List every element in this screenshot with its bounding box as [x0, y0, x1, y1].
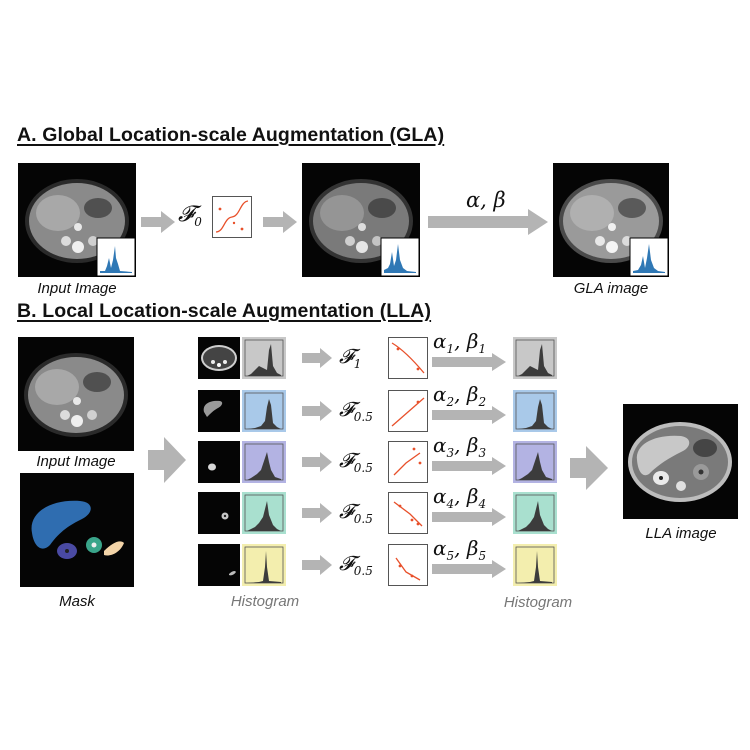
- transform-curve-icon-4: [388, 492, 428, 534]
- param-label-4: α4, β4: [433, 484, 487, 511]
- histogram-left-4: [242, 492, 286, 534]
- param-subscript: 1: [446, 342, 455, 356]
- arrow-icon: [432, 353, 506, 371]
- param-symbol: α: [433, 484, 447, 508]
- gla-output-histogram-inset: [629, 237, 669, 277]
- lla-output-caption: LLA image: [645, 525, 717, 542]
- histogram-left-5: [242, 544, 286, 586]
- intensity-transform-curve-icon: [212, 196, 252, 238]
- mask-caption: Mask: [59, 593, 95, 610]
- transform-symbol: 𝓕: [339, 344, 354, 368]
- region-image-5: [198, 544, 240, 586]
- transform-subscript: 0.5: [353, 512, 373, 526]
- histogram-caption-left: Histogram: [230, 593, 300, 610]
- arrow-icon: [302, 503, 332, 523]
- transform-curve-icon-3: [388, 441, 428, 483]
- arrow-icon: [263, 211, 297, 233]
- transform-curve-icon-1: [388, 337, 428, 379]
- param-subscript: 2: [446, 395, 455, 409]
- param-subscript: 5: [478, 549, 487, 563]
- arrow-icon: [302, 348, 332, 368]
- arrow-icon: [570, 446, 608, 490]
- histogram-right-2: [513, 390, 557, 432]
- histogram-left-1: [242, 337, 286, 379]
- transform-label-3: 𝓕0.5: [339, 448, 373, 475]
- param-label-5: α5, β5: [433, 536, 487, 563]
- param-symbol: β: [466, 433, 479, 457]
- arrow-icon: [302, 401, 332, 421]
- transform-subscript: 0.5: [353, 461, 373, 475]
- section-b-heading: B. Local Location-scale Augmentation (LL…: [17, 300, 432, 322]
- histogram-right-4: [513, 492, 557, 534]
- section-a-heading: A. Global Location-scale Augmentation (G…: [17, 124, 445, 146]
- param-label-1: α1, β1: [433, 329, 487, 356]
- param-symbol: α: [433, 536, 447, 560]
- gla-intermediate-histogram-inset: [380, 237, 420, 277]
- param-symbol: ,: [454, 329, 467, 353]
- transform-curve-icon-2: [388, 390, 428, 432]
- lla-input-ct-image: [18, 337, 134, 451]
- param-symbol: ,: [454, 433, 467, 457]
- transform-f0-label: 𝓕0: [178, 202, 202, 229]
- arrow-icon: [432, 508, 506, 526]
- lla-output-ct-image: [623, 404, 738, 519]
- transform-subscript: 1: [353, 357, 362, 371]
- histogram-caption-right: Histogram: [503, 594, 573, 611]
- param-symbol: ,: [454, 536, 467, 560]
- region-image-1: [198, 337, 240, 379]
- param-label-2: α2, β2: [433, 382, 487, 409]
- region-image-2: [198, 390, 240, 432]
- param-label-3: α3, β3: [433, 433, 487, 460]
- histogram-right-3: [513, 441, 557, 483]
- arrow-icon: [432, 457, 506, 475]
- param-symbol: β: [466, 536, 479, 560]
- param-symbol: α: [433, 433, 447, 457]
- histogram-left-2: [242, 390, 286, 432]
- param-symbol: β: [466, 382, 479, 406]
- arrow-icon: [302, 555, 332, 575]
- param-symbol: β: [466, 329, 479, 353]
- param-subscript: 3: [446, 446, 455, 460]
- gla-input-histogram-inset: [96, 237, 136, 277]
- gla-param-label: α, β: [466, 188, 506, 212]
- transform-symbol: 𝓕: [339, 448, 354, 472]
- transform-curve-icon-5: [388, 544, 428, 586]
- transform-symbol: 𝓕: [339, 499, 354, 523]
- region-image-3: [198, 441, 240, 483]
- param-symbol: α: [433, 329, 447, 353]
- arrow-icon: [432, 560, 506, 578]
- gla-output-ct-image: [553, 163, 669, 277]
- transform-label-4: 𝓕0.5: [339, 499, 373, 526]
- transform-label-5: 𝓕0.5: [339, 551, 373, 578]
- param-symbol: β: [466, 484, 479, 508]
- transform-label-1: 𝓕1: [339, 344, 362, 371]
- param-symbol: ,: [454, 484, 467, 508]
- param-subscript: 3: [478, 446, 487, 460]
- region-image-4: [198, 492, 240, 534]
- gla-output-caption: GLA image: [573, 280, 649, 297]
- arrow-icon: [428, 209, 548, 235]
- arrow-icon: [302, 452, 332, 472]
- lla-input-caption: Input Image: [36, 453, 116, 470]
- transform-label-2: 𝓕0.5: [339, 397, 373, 424]
- gla-input-caption: Input Image: [37, 280, 117, 297]
- param-symbol: α: [433, 382, 447, 406]
- transform-subscript: 0.5: [353, 410, 373, 424]
- histogram-right-1: [513, 337, 557, 379]
- transform-symbol: 𝓕: [339, 551, 354, 575]
- param-subscript: 5: [446, 549, 455, 563]
- param-subscript: 1: [478, 342, 487, 356]
- arrow-icon: [148, 437, 186, 483]
- segmentation-mask-image: [20, 473, 134, 587]
- param-subscript: 2: [478, 395, 487, 409]
- param-subscript: 4: [446, 497, 455, 511]
- transform-subscript: 0.5: [353, 564, 373, 578]
- histogram-left-3: [242, 441, 286, 483]
- param-subscript: 4: [478, 497, 487, 511]
- transform-symbol: 𝓕: [339, 397, 354, 421]
- histogram-right-5: [513, 544, 557, 586]
- param-symbol: ,: [454, 382, 467, 406]
- arrow-icon: [432, 406, 506, 424]
- arrow-icon: [141, 211, 175, 233]
